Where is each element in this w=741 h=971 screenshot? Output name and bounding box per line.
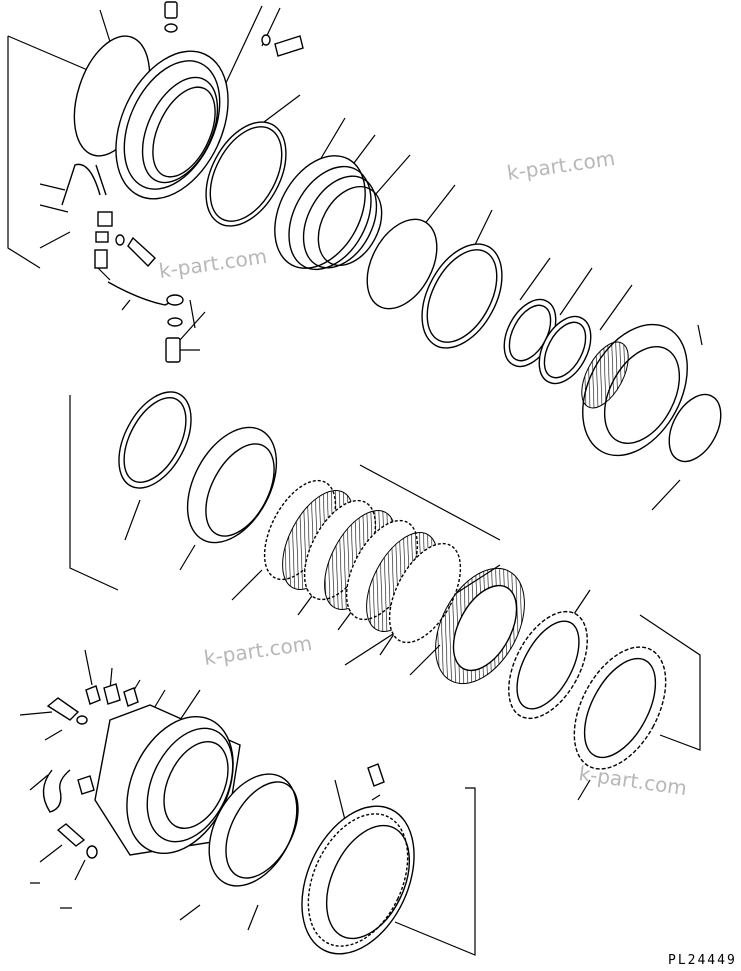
thrust-washer [668, 393, 722, 463]
washer [115, 234, 125, 246]
fitting-3 [123, 687, 139, 707]
pressure-plate [186, 426, 278, 544]
watermark-1: k-part.com [505, 146, 616, 185]
clip [42, 769, 71, 813]
steel-plate-2-inner [583, 657, 657, 759]
bolt-left-2 [56, 823, 98, 859]
steel-plate-1 [508, 610, 588, 720]
bolt-top [164, 1, 178, 33]
bolt-ring-gear [367, 763, 385, 787]
washer-3 [167, 317, 183, 327]
seal-disc [366, 218, 438, 310]
watermark-2: k-part.com [157, 244, 268, 283]
hose [107, 281, 176, 306]
carrier-assembly-group [19, 649, 476, 956]
fitting-elbow [94, 211, 113, 269]
ring-2 [421, 243, 503, 349]
ring-gear [301, 805, 415, 955]
steel-plate-2 [573, 646, 667, 770]
oil-pipe [61, 163, 107, 206]
steel-plate-1-inner [516, 620, 580, 710]
fitting-1 [85, 685, 101, 705]
clutch-discs [263, 479, 525, 685]
top-assembly-group [7, 1, 722, 463]
ring-3 [118, 391, 192, 489]
snap-rings [503, 298, 592, 385]
drawing-code: PL24449 [668, 953, 737, 968]
group-bracket-mid [69, 395, 119, 591]
bolt-small [127, 236, 156, 268]
bolt-side [261, 34, 304, 57]
bolt-left-1 [46, 697, 88, 725]
clutch-pack-group [69, 391, 701, 801]
transmission-housing [115, 50, 229, 200]
ring-2-inner [426, 249, 498, 343]
piston [274, 155, 383, 271]
piston-ring-1 [205, 121, 287, 227]
clutch-hub [581, 323, 688, 457]
piston-ring-1-inner [209, 126, 283, 222]
oil-seal-inner [225, 781, 299, 879]
plug [77, 775, 95, 795]
bolt-bottom [165, 337, 181, 363]
washer-2 [166, 294, 184, 306]
leader-lines-top [39, 5, 703, 351]
fitting-2 [103, 683, 121, 705]
watermark-3: k-part.com [202, 631, 313, 670]
ring-3-inner [123, 397, 187, 483]
